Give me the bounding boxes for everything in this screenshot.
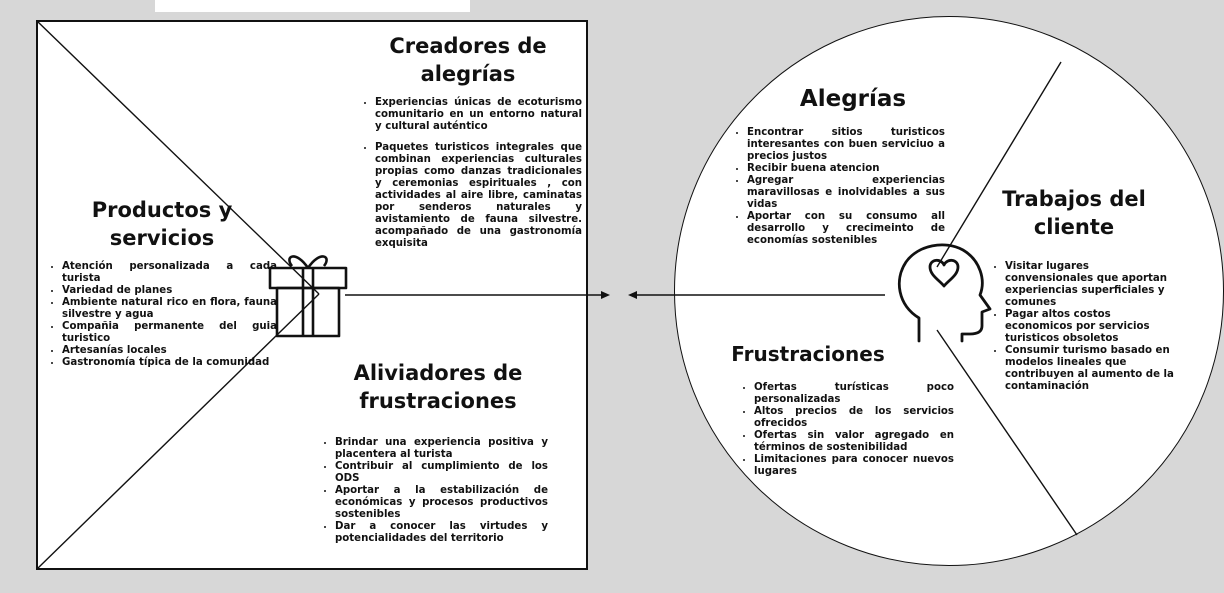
list-item: Variedad de planes	[62, 285, 277, 297]
circle-divider-bottom	[936, 329, 1078, 536]
list-item: Compañia permanente del guia turistico	[62, 321, 277, 345]
list-item: Aportar con su consumo all desarrollo y …	[747, 211, 945, 247]
pain-relievers-title: Aliviadores de frustraciones	[353, 361, 523, 413]
list-item: Artesanías locales	[62, 345, 277, 357]
list-item: Atención personalizada a cada turista	[62, 261, 277, 285]
list-item: Brindar una experiencia positiva y place…	[335, 437, 548, 461]
list-item: Agregar experiencias maravillosas e inol…	[747, 175, 945, 211]
gain-creators-title: Creadores de alegrías	[389, 34, 547, 86]
head-heart-icon	[897, 243, 992, 343]
pains-list: Ofertas turísticas poco personalizadas A…	[740, 382, 954, 478]
list-item: Consumir turismo basado en modelos linea…	[1005, 345, 1175, 393]
list-item: Limitaciones para conocer nuevos lugares	[754, 454, 954, 478]
products-services-list: Atención personalizada a cada turista Va…	[48, 261, 277, 369]
list-item: Ofertas turísticas poco personalizadas	[754, 382, 954, 406]
diagonal-top	[36, 20, 320, 295]
arrow-head-right	[601, 291, 610, 299]
products-services-title: Productos y servicios	[91, 198, 233, 250]
customer-profile-circle	[674, 16, 1224, 566]
circle-divider-top	[936, 61, 1062, 268]
arrow-head-left	[628, 291, 637, 299]
list-item: Recibir buena atencion	[747, 163, 945, 175]
list-item: Contribuir al cumplimiento de los ODS	[335, 461, 548, 485]
list-item: Dar a conocer las virtudes y potencialid…	[335, 521, 548, 545]
customer-jobs-list: Visitar lugares convensionales que aport…	[991, 261, 1175, 393]
list-item: Altos precios de los servicios ofrecidos	[754, 406, 954, 430]
list-item: Ambiente natural rico en flora, fauna si…	[62, 297, 277, 321]
list-item: Encontrar sitios turisticos interesantes…	[747, 127, 945, 163]
gain-creators-list: Experiencias únicas de ecoturismo comuni…	[361, 97, 582, 259]
customer-jobs-title: Trabajos del cliente	[1002, 187, 1146, 239]
list-item: Paquetes turisticos integrales que combi…	[375, 142, 582, 250]
list-item: Visitar lugares convensionales que aport…	[1005, 261, 1175, 309]
list-item: Gastronomía típica de la comunidad	[62, 357, 277, 369]
top-strip	[155, 0, 470, 12]
pain-relievers-list: Brindar una experiencia positiva y place…	[321, 437, 548, 545]
gift-icon	[268, 255, 348, 338]
gains-list: Encontrar sitios turisticos interesantes…	[733, 127, 945, 247]
list-item: Pagar altos costos economicos por servic…	[1005, 309, 1175, 345]
gains-title: Alegrías	[799, 86, 907, 112]
pains-title: Frustraciones	[731, 342, 885, 366]
list-item: Aportar a la estabilización de económica…	[335, 485, 548, 521]
list-item: Experiencias únicas de ecoturismo comuni…	[375, 97, 582, 133]
list-item: Ofertas sin valor agregado en términos d…	[754, 430, 954, 454]
diagonal-bottom	[36, 293, 320, 570]
